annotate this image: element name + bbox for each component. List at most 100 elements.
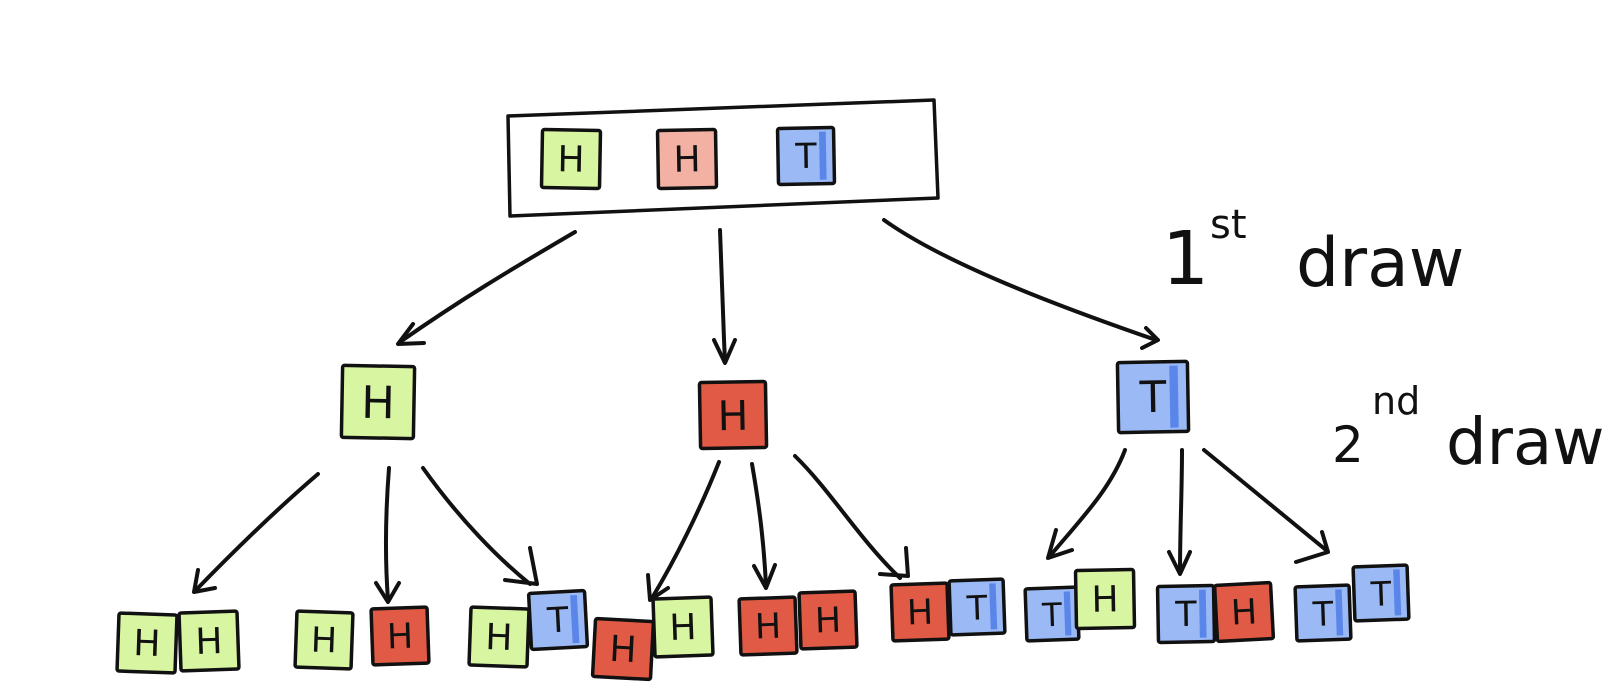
arrow-rh-to-hh-red bbox=[750, 462, 777, 590]
first-draw-tile-h-green-letter: H bbox=[361, 377, 395, 430]
second-draw-tile-h-red-letter: H bbox=[386, 617, 413, 658]
second-draw-tile-t-blue: T bbox=[947, 577, 1007, 637]
second-draw-tile-t-blue: T bbox=[1351, 563, 1411, 623]
second-draw-tile-h-red: H bbox=[737, 595, 799, 657]
urn-tile-h-pink-letter: H bbox=[673, 139, 701, 180]
arrow-gh-to-hh bbox=[192, 472, 320, 594]
arrow-bt-to-th bbox=[1046, 448, 1127, 560]
arrow-gh-to-hh-red bbox=[374, 466, 401, 604]
second-draw-tile-t-blue-letter: T bbox=[1041, 596, 1063, 635]
second-draw-tile-h-green-box bbox=[293, 609, 355, 671]
first-draw-number: 1 bbox=[1162, 216, 1209, 302]
arrow-to-first-t-blue bbox=[882, 218, 1160, 350]
urn-tile-h-green-box bbox=[539, 127, 603, 191]
second-draw-tile-h-red-letter: H bbox=[754, 607, 781, 648]
arrow-bt-to-th-red bbox=[1167, 448, 1192, 576]
second-draw-tile-t-blue: T bbox=[1293, 583, 1353, 643]
arrow-gh-to-ht bbox=[421, 466, 539, 586]
arrow-rh-to-ht bbox=[793, 454, 910, 580]
second-draw-tile-h-green-letter: H bbox=[310, 621, 337, 662]
first-draw-tile-t-blue-letter: T bbox=[1138, 373, 1167, 423]
second-draw-arrows bbox=[192, 448, 1330, 604]
urn-tile-h-pink-box bbox=[655, 127, 719, 191]
arrow-to-first-h-red bbox=[712, 228, 737, 365]
second-draw-tile-h-green-box bbox=[651, 595, 715, 659]
second-draw-tile-t-blue-letter: T bbox=[545, 600, 570, 641]
first-draw-arrows bbox=[396, 218, 1160, 365]
first-draw-tile-h-red-letter: H bbox=[717, 392, 749, 441]
second-draw-tile-h-green-letter: H bbox=[669, 607, 697, 649]
second-draw-tile-h-green: H bbox=[651, 595, 715, 659]
first-draw-tile-t-blue: T bbox=[1115, 359, 1191, 435]
second-draw-tile-h-green: H bbox=[115, 611, 179, 675]
second-draw-tile-h-green-letter: H bbox=[485, 617, 513, 659]
second-draw-tile-h-green-box bbox=[115, 611, 179, 675]
first-draw-word: draw bbox=[1296, 224, 1464, 303]
arrow-bt-to-tt bbox=[1202, 448, 1330, 564]
second-draw-tile-h-red-letter: H bbox=[608, 629, 637, 671]
second-draw-tile-t-blue: T bbox=[1155, 583, 1217, 645]
second-draw-tile-h-red-letter: H bbox=[906, 593, 933, 634]
second-draw-label: 2 nd draw bbox=[1332, 379, 1605, 480]
second-draw-tile-h-green-box bbox=[177, 609, 241, 673]
urn-tile-h-green: H bbox=[539, 127, 603, 191]
first-draw-suffix: st bbox=[1210, 202, 1247, 248]
first-draw-tile-t-blue-shading bbox=[1169, 365, 1179, 428]
second-draw-tile-t-blue-shading bbox=[989, 583, 998, 630]
first-draw-tile-h-red: H bbox=[697, 379, 769, 451]
first-draw-tile-h-green: H bbox=[339, 363, 417, 441]
arrow-to-first-h-green bbox=[396, 230, 577, 346]
second-draw-tile-h-red: H bbox=[1212, 580, 1276, 644]
second-draw-tile-h-red: H bbox=[797, 589, 859, 651]
first-draw-label: 1 st draw bbox=[1162, 202, 1464, 303]
second-draw-tile-h-green-box bbox=[1073, 567, 1137, 631]
second-draw-tile-t-blue-shading bbox=[1335, 589, 1344, 636]
second-draw-tile-h-green: H bbox=[1073, 567, 1137, 631]
urn-tile-t-blue: T bbox=[775, 125, 837, 187]
second-draw-tile-h-red-letter: H bbox=[1230, 592, 1258, 633]
second-draw-tile-h-red-box bbox=[369, 605, 431, 667]
second-draw-tile-h-green-letter: H bbox=[133, 623, 161, 665]
second-draw-tile-h-green: H bbox=[467, 605, 531, 669]
second-draw-tile-h-red: H bbox=[889, 581, 951, 643]
second-draw-tile-h-green-letter: H bbox=[195, 621, 223, 663]
second-draw-tile-h-red: H bbox=[590, 616, 656, 682]
second-draw-tile-h-red-letter: H bbox=[814, 601, 841, 642]
urn-box bbox=[506, 98, 940, 218]
second-draw-tile-h-red-box bbox=[1212, 580, 1276, 644]
second-draw-tile-t-blue-shading bbox=[1393, 569, 1402, 616]
second-draw-suffix: nd bbox=[1372, 379, 1420, 423]
outcome-pair: HH bbox=[590, 595, 715, 682]
second-draw-tile-t-blue-shading bbox=[570, 594, 580, 644]
first-draw-tile-h-green-box bbox=[339, 363, 417, 441]
second-draw-tile-t-blue: T bbox=[526, 588, 590, 652]
second-draw-number: 2 bbox=[1332, 416, 1364, 474]
urn-tile-h-pink: H bbox=[655, 127, 719, 191]
second-draw-tile-t-blue-letter: T bbox=[965, 588, 988, 628]
second-draw-tile-t-blue-shading bbox=[1063, 591, 1072, 636]
second-draw-tile-h-red-box bbox=[889, 581, 951, 643]
second-draw-tile-h-red-box bbox=[737, 595, 799, 657]
second-draw-word: draw bbox=[1446, 406, 1605, 480]
second-draw-tile-h-green: H bbox=[177, 609, 241, 673]
second-draw-tile-t-blue-letter: T bbox=[1311, 594, 1334, 634]
first-draw-tile-h-red-box bbox=[697, 379, 769, 451]
second-draw-tile-h-green-box bbox=[467, 605, 531, 669]
second-draw-tile-h-red-box bbox=[590, 616, 656, 682]
urn-tile-t-blue-shading bbox=[819, 131, 827, 180]
second-draw-tile-t-blue: T bbox=[1023, 585, 1081, 643]
outcome-pair: TT bbox=[1293, 563, 1411, 643]
urn-tile-h-green-letter: H bbox=[557, 139, 585, 180]
arrow-rh-to-hh bbox=[646, 460, 721, 602]
